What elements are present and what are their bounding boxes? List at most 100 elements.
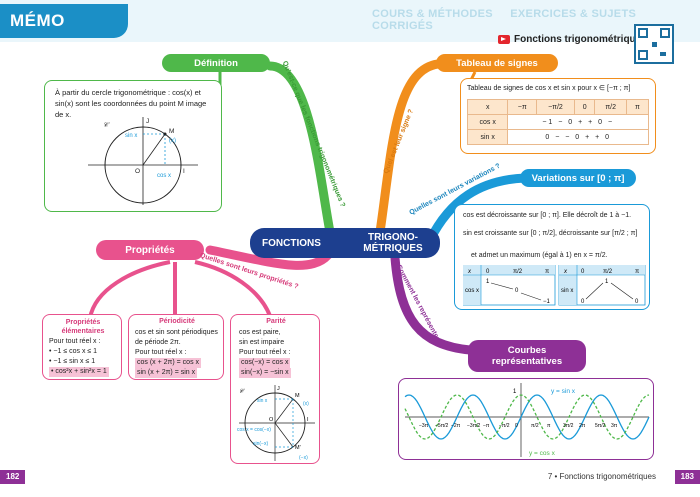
center-right-label: TRIGONO-MÉTRIQUES: [363, 232, 423, 254]
page-footer: 182 7 • Fonctions trigonométriques 183: [0, 470, 700, 484]
parite-line-1: cos est paire,: [239, 329, 281, 336]
tab-corriges[interactable]: CORRIGÉS: [372, 20, 434, 32]
sign-x-4: π/2: [594, 99, 627, 115]
circle-label-i: I: [183, 168, 185, 175]
par-fig-cosx: cos x = cos(−x): [237, 427, 271, 433]
parite-eq-2: sin(−x) = −sin x: [239, 368, 291, 378]
elementaires-line-2: • −1 ≤ sin x ≤ 1: [49, 358, 96, 365]
tick-label: 2π: [579, 423, 586, 429]
par-fig-mx: (−x): [299, 455, 308, 461]
page-number-left: 182: [0, 470, 26, 484]
video-link[interactable]: Fonctions trigonométriques: [498, 34, 647, 45]
elementaires-intro: Pour tout réel x :: [49, 338, 101, 345]
tcos-pi2: π/2: [513, 269, 523, 275]
variations-bullet-2: sin est croissante sur [0 ; π/2], décroi…: [463, 230, 638, 237]
parite-intro: Pour tout réel x :: [239, 349, 291, 356]
parite-line-2: sin est impaire: [239, 339, 285, 346]
circle-label-o: O: [135, 168, 140, 175]
tcos-vm1: −1: [543, 299, 551, 305]
tcos-x: x: [467, 269, 472, 275]
variations-bullet-3: et admet un maximum (égal à 1) en x = π/…: [471, 252, 608, 259]
periodicite-title: Périodicité: [159, 318, 195, 325]
tab-exercices[interactable]: EXERCICES & SUJETS: [510, 8, 637, 20]
sign-cos-values: −1 − 0 + + 0 −: [507, 114, 649, 130]
tab-cours[interactable]: COURS & MÉTHODES: [372, 8, 493, 20]
tick-label: π: [547, 423, 551, 429]
sign-sin-header: sin x: [466, 129, 509, 145]
tsin-v0a: 0: [581, 299, 585, 305]
par-fig-mp: M': [295, 445, 301, 451]
tcos-f: cos x: [465, 288, 479, 294]
periodicite-line-2: sin (x + 2π) = sin x: [135, 368, 198, 378]
tableau-title: Tableau de signes: [436, 54, 558, 72]
tcos-pi: π: [545, 269, 549, 275]
tsin-pi: π: [635, 269, 639, 275]
definition-box: À partir du cercle trigonométrique : cos…: [44, 80, 222, 212]
par-fig-m: M: [295, 393, 300, 399]
center-left-label: FONCTIONS: [262, 237, 321, 249]
sin-label: y = sin x: [551, 388, 576, 395]
sin-curve: [404, 394, 650, 440]
circle-label-x: (x): [169, 138, 176, 144]
sign-x-1: −π: [507, 99, 537, 115]
sign-x-header: x: [466, 99, 509, 115]
header-tabs: COURS & MÉTHODES EXERCICES & SUJETS CORR…: [372, 8, 700, 32]
cos-label: y = cos x: [529, 450, 556, 457]
tick-label: π/2: [531, 423, 539, 429]
definition-text: À partir du cercle trigonométrique : cos…: [55, 88, 207, 119]
tick-label: −2π: [451, 423, 461, 429]
page-number-right: 183: [674, 470, 700, 484]
tick-label: −5π/2: [435, 423, 449, 429]
video-icon: [498, 35, 510, 44]
parite-title: Parité: [266, 318, 286, 325]
elementaires-line-1: • −1 ≤ cos x ≤ 1: [49, 348, 98, 355]
tick-label: −π/2: [499, 423, 510, 429]
circle-label-m: M: [169, 128, 174, 135]
tcos-zero: 0: [486, 269, 490, 275]
par-fig-j: J: [277, 386, 280, 392]
tick-label: −3π: [419, 423, 429, 429]
periodicite-text: cos et sin sont périodiques de période 2…: [135, 329, 218, 346]
periodicite-box: Périodicité cos et sin sont périodiques …: [128, 314, 224, 380]
circle-label-sin: sin x: [125, 133, 137, 139]
variations-bullet-1: cos est décroissante sur [0 ; π]. Elle d…: [463, 212, 632, 219]
chapter-label: 7 • Fonctions trigonométriques: [547, 472, 656, 481]
tick-label: −3π/2: [467, 423, 481, 429]
periodicite-intro: Pour tout réel x :: [135, 349, 187, 356]
tableau-box: Tableau de signes de cos x et sin x pour…: [460, 78, 656, 154]
tsin-x: x: [563, 269, 568, 275]
tick-label: 5π/2: [595, 423, 606, 429]
tick-label: 3π/2: [563, 423, 574, 429]
variations-title: Variations sur [0 ; π]: [520, 169, 636, 187]
tsin-pi2: π/2: [603, 269, 613, 275]
elementaires-line-3: • cos²x + sin²x = 1: [49, 367, 109, 377]
par-fig-x: (x): [303, 401, 309, 407]
proprietes-title: Propriétés: [96, 240, 204, 260]
tsin-zero: 0: [581, 269, 585, 275]
par-fig-o: O: [269, 417, 274, 423]
parity-circle-figure: M (x) sin x cos x = cos(−x) O I J 𝒞 sin(…: [237, 385, 315, 461]
variation-tables: x 0 π/2 π cos x 1 0 −1 x 0 π/2 π sin x 0…: [463, 265, 646, 306]
tick-label: 3π: [611, 423, 618, 429]
parite-box: Parité cos est paire, sin est impaire Po…: [230, 314, 320, 464]
elementaires-title: Propriétés élémentaires: [61, 319, 105, 335]
courbes-title: Courbes représentatives: [468, 340, 586, 372]
sign-x-2: −π/2: [536, 99, 575, 115]
sign-x-5: π: [625, 99, 650, 115]
parite-eq-1: cos(−x) = cos x: [239, 358, 291, 368]
sign-sin-values: 0 − − 0 + + 0: [507, 129, 649, 145]
circle-label-j: J: [146, 118, 149, 125]
unit-circle-figure: M (x) sin x cos x O I J 𝒞: [88, 117, 198, 205]
par-fig-c: 𝒞: [239, 388, 245, 395]
tick-label: −π: [483, 423, 490, 429]
qr-code-icon[interactable]: [634, 24, 674, 64]
cos-curve: [404, 394, 650, 440]
sign-table: x −π −π/2 0 π/2 π cos x −1 − 0 + + 0 − s…: [466, 99, 650, 145]
tcos-v0: 0: [515, 288, 519, 294]
par-fig-sinx: sin x: [257, 398, 268, 404]
definition-title: Définition: [162, 54, 270, 72]
tsin-f: sin x: [561, 288, 573, 294]
center-node: FONCTIONS TRIGONO-MÉTRIQUES: [250, 228, 440, 258]
